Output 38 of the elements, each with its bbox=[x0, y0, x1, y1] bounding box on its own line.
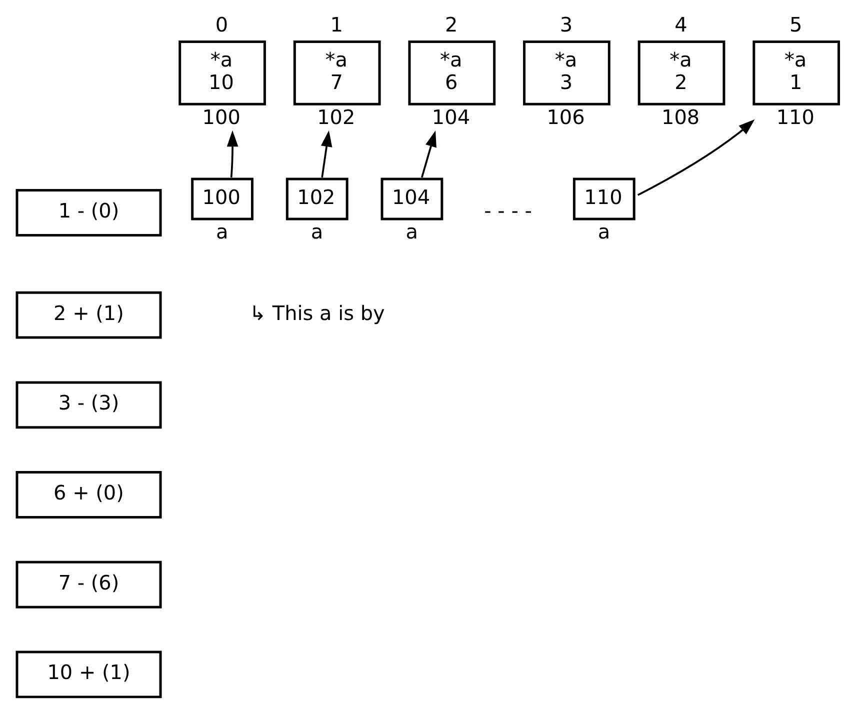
arrow bbox=[420, 130, 436, 178]
node-box: 6 + (0) bbox=[15, 471, 162, 518]
node-box: 7 - (6) bbox=[15, 560, 162, 608]
node-box: *a 6 bbox=[408, 40, 496, 106]
arrow bbox=[320, 130, 332, 178]
node-box: 110 bbox=[572, 178, 635, 220]
node-label: 110 bbox=[776, 104, 814, 129]
node-label: 2 bbox=[444, 12, 458, 37]
node-label: 102 bbox=[316, 104, 355, 129]
node-box: *a 10 bbox=[178, 40, 266, 106]
label: ↳ This a is by bbox=[248, 300, 384, 325]
node-box: *a 1 bbox=[752, 40, 840, 106]
node-label: 1 bbox=[330, 12, 342, 37]
label: - - - - bbox=[484, 198, 532, 222]
node-label: 3 bbox=[559, 12, 572, 37]
node-box: 104 bbox=[380, 178, 443, 220]
node-label: 5 bbox=[788, 12, 802, 37]
node-box: 100 bbox=[190, 178, 253, 220]
node-box: 1 - (0) bbox=[15, 189, 162, 236]
node-box: *a 7 bbox=[292, 40, 380, 106]
node-label: 4 bbox=[674, 12, 687, 37]
arrow bbox=[636, 119, 754, 196]
node-box: *a 3 bbox=[522, 40, 610, 106]
node-label: 0 bbox=[214, 12, 228, 37]
node-label: 104 bbox=[431, 104, 470, 129]
node-label: a bbox=[310, 220, 323, 244]
node-box: 102 bbox=[285, 178, 348, 220]
arrow bbox=[226, 130, 238, 178]
node-label: 108 bbox=[661, 104, 700, 129]
node-label: 106 bbox=[546, 104, 584, 129]
node-label: a bbox=[216, 220, 228, 244]
node-box: 2 + (1) bbox=[15, 291, 162, 339]
node-label: a bbox=[597, 220, 610, 244]
node-box: 3 - (3) bbox=[15, 381, 162, 429]
node-label: 100 bbox=[202, 104, 240, 129]
node-label: a bbox=[405, 220, 418, 244]
node-box: 10 + (1) bbox=[15, 650, 162, 698]
node-box: *a 2 bbox=[637, 40, 725, 106]
